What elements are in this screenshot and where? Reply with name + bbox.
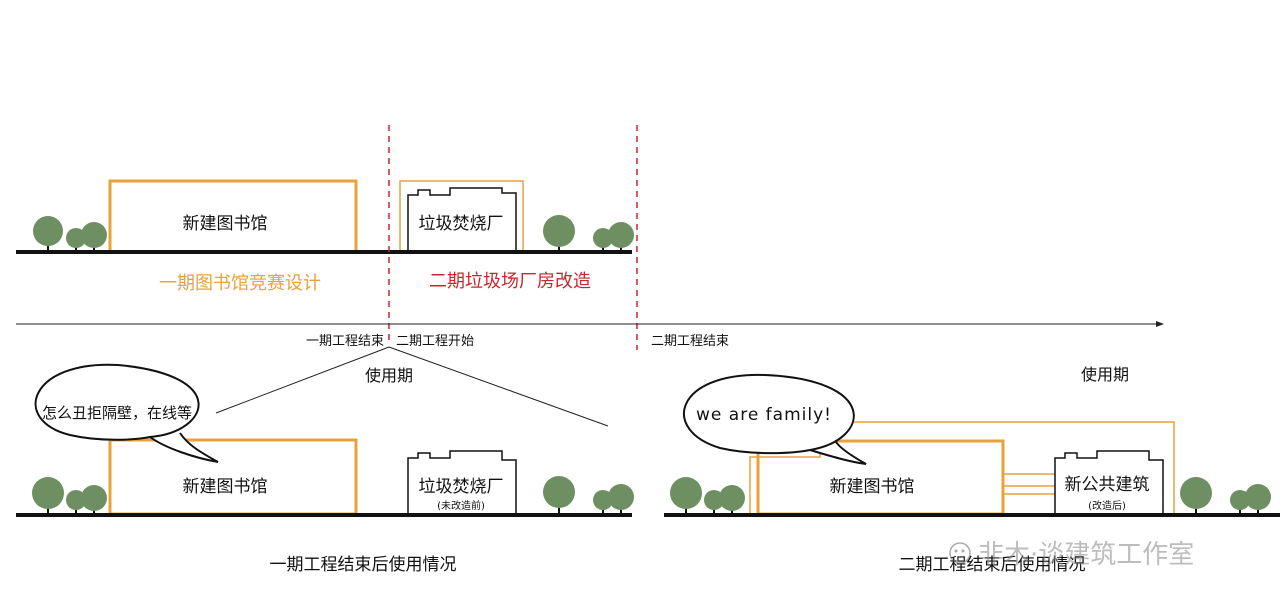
caption-bl: 一期工程结束后使用情况: [270, 554, 457, 575]
watermark: 非木·谈建筑工作室: [949, 540, 1194, 570]
phase1-end-label: 一期工程结束: [306, 334, 384, 349]
speech-text-bl: 怎么丑拒隔壁，在线等: [42, 404, 192, 422]
tree-group-bl-right: [543, 476, 634, 514]
speech-text-br: we are family!: [696, 405, 832, 425]
watermark-text: 非木·谈建筑工作室: [978, 540, 1194, 570]
phase2-end-label: 二期工程结束: [651, 334, 729, 349]
bottom-left-scene: 新建图书馆 垃圾焚烧厂 (未改造前) 怎么丑拒隔壁，在线等 一期工程结束后使用情…: [16, 363, 634, 575]
timeline-arrowhead: [1156, 321, 1164, 327]
use-period-label-right: 使用期: [1081, 365, 1129, 384]
public-label-br: 新公共建筑: [1065, 475, 1150, 495]
phase2-label: 二期垃圾场厂房改造: [429, 271, 591, 292]
timeline: 一期工程结束 二期工程开始 二期工程结束 使用期 使用期: [16, 321, 1164, 427]
incinerator-building-bl: [407, 450, 517, 514]
tree-group-top-right: [543, 215, 634, 252]
tree-group-top-left: [33, 216, 107, 252]
caption-br: 二期工程结束后使用情况: [899, 554, 1086, 575]
incinerator-label-top: 垃圾焚烧厂: [419, 214, 504, 234]
library-label-br: 新建图书馆: [830, 477, 915, 497]
bottom-right-scene: 新建图书馆 新公共建筑 (改造后) we are family! 二期工程结束后…: [664, 373, 1280, 575]
incinerator-building-top: [407, 187, 517, 252]
tree-group-br-left: [670, 477, 745, 514]
top-scene: 新建图书馆 垃圾焚烧厂 一期图书馆竞赛设计 二期垃圾场厂房改造: [16, 179, 634, 294]
use-period-label-left: 使用期: [365, 366, 413, 385]
speech-bubble-bl: [34, 363, 219, 463]
incinerator-note-bl: (未改造前): [437, 499, 485, 512]
wechat-icon: [949, 542, 971, 564]
tree-group-br-right: [1180, 477, 1271, 514]
public-building-br: [1054, 450, 1164, 514]
tree-group-bl-left: [32, 477, 107, 514]
phase2-start-label: 二期工程开始: [396, 334, 474, 349]
incinerator-label-bl: 垃圾焚烧厂: [419, 477, 504, 497]
library-label-top: 新建图书馆: [183, 214, 268, 234]
phase1-label: 一期图书馆竞赛设计: [159, 273, 321, 294]
public-note-br: (改造后): [1088, 499, 1126, 512]
speech-bubble-br: [683, 373, 867, 465]
zoom-line-right: [388, 346, 609, 427]
library-label-bl: 新建图书馆: [183, 477, 268, 497]
zoom-line-left: [215, 346, 390, 414]
